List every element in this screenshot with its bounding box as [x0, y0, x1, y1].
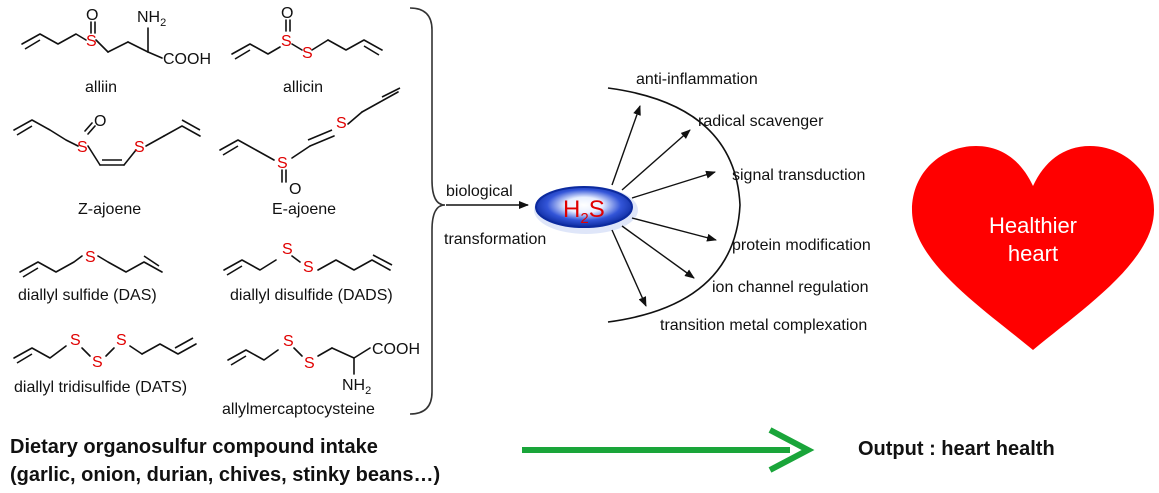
h2s-label: H2S — [563, 196, 605, 227]
effect-label: radical scavenger — [698, 113, 824, 130]
oxygen-label: O — [94, 113, 106, 130]
compound-label-z-ajoene: Z-ajoene — [78, 201, 141, 218]
sulfur-label: S — [70, 332, 81, 349]
green-arrow-head — [768, 427, 815, 473]
effect-arrow — [621, 225, 695, 279]
effect-arrow — [611, 105, 641, 186]
sulfur-label: S — [282, 241, 293, 258]
oxygen-label: O — [289, 181, 301, 198]
effect-label: anti-inflammation — [636, 71, 758, 88]
sulfur-label: S — [303, 259, 314, 276]
compound-label-das: diallyl sulfide (DAS) — [18, 287, 157, 304]
transformation-label-2: transformation — [444, 231, 546, 248]
oxygen-label: O — [86, 7, 98, 24]
oxygen-label: O — [281, 5, 293, 22]
molecule-z-ajoene: O S S Z-ajoene — [13, 113, 201, 218]
effect-label: signal transduction — [732, 167, 865, 184]
intake-line-2: (garlic, onion, durian, chives, stinky b… — [10, 464, 441, 486]
sulfur-label: S — [283, 333, 294, 350]
compound-label-allylmercaptocysteine: allylmercaptocysteine — [222, 401, 375, 418]
effect-label: protein modification — [732, 237, 871, 254]
intake-line-1: Dietary organosulfur compound intake — [10, 436, 378, 458]
sulfur-label: S — [277, 155, 288, 172]
output-label: Output : heart health — [858, 438, 1055, 460]
heart-shape — [912, 146, 1154, 350]
h2s-node: H2S — [534, 186, 638, 234]
sulfur-label: S — [302, 45, 313, 62]
heart-label-line2: heart — [1007, 241, 1059, 266]
compound-label-allicin: allicin — [283, 79, 323, 96]
sulfur-label: S — [134, 139, 145, 156]
molecule-dads: S S diallyl disulfide (DADS) — [223, 241, 393, 304]
transformation-label-1: biological — [446, 183, 513, 200]
heart-label-line1: Healthier — [988, 213, 1078, 238]
amine-label: NH2 — [342, 377, 371, 397]
acid-label: COOH — [372, 341, 420, 358]
molecule-e-ajoene: S O S E-ajoene — [219, 87, 401, 218]
molecule-das: S diallyl sulfide (DAS) — [18, 249, 163, 304]
effect-label: transition metal complexation — [660, 317, 867, 334]
molecule-dats: S S S diallyl tridisulfide (DATS) — [13, 332, 197, 396]
effect-arrow — [631, 217, 717, 242]
sulfur-label: S — [85, 249, 96, 266]
effect-arrow — [631, 170, 716, 199]
compound-brace — [409, 7, 446, 415]
sulfur-label: S — [77, 139, 88, 156]
compound-label-dats: diallyl tridisulfide (DATS) — [14, 379, 187, 396]
amine-label: NH2 — [137, 9, 166, 29]
sulfur-label: S — [336, 115, 347, 132]
effects-arc — [607, 87, 741, 323]
acid-label: COOH — [163, 51, 211, 68]
molecule-allicin: O S S allicin — [231, 5, 383, 96]
compound-label-e-ajoene: E-ajoene — [272, 201, 336, 218]
sulfur-label: S — [86, 33, 97, 50]
molecule-alliin: O S NH2 COOH alliin — [21, 7, 211, 96]
molecule-allylmercaptocysteine: S S COOH NH2 allylmercaptocysteine — [222, 333, 420, 418]
heart-label: Healthier heart — [973, 212, 1093, 268]
effect-arrow — [611, 229, 647, 307]
sulfur-label: S — [92, 354, 103, 371]
sulfur-label: S — [304, 355, 315, 372]
effect-arrow — [621, 129, 691, 191]
compound-label-alliin: alliin — [85, 79, 117, 96]
sulfur-label: S — [281, 33, 292, 50]
compound-label-dads: diallyl disulfide (DADS) — [230, 287, 393, 304]
effect-label: ion channel regulation — [712, 279, 869, 296]
sulfur-label: S — [116, 332, 127, 349]
